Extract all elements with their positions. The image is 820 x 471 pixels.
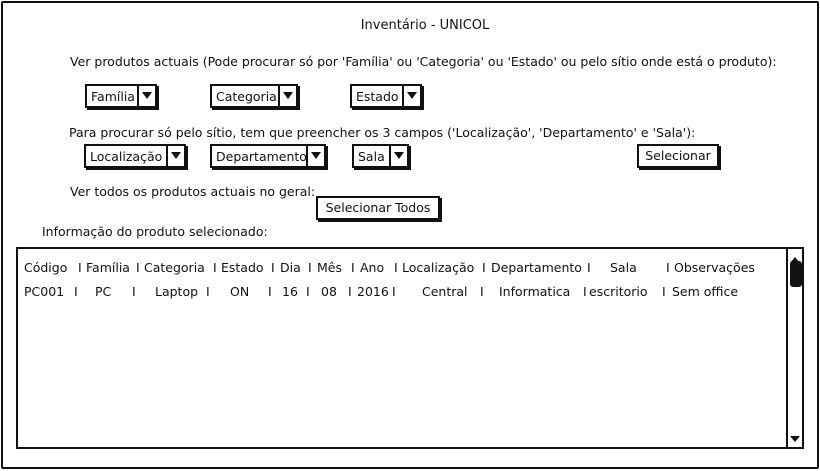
categoria-select-value: Categoria	[216, 89, 277, 104]
departamento-select-value: Departamento	[216, 149, 307, 164]
chevron-down-icon	[389, 146, 407, 166]
filter-instruction: Ver produtos actuais (Pode procurar só p…	[70, 54, 777, 69]
cell-categoria: Laptop	[155, 284, 199, 299]
chevron-down-icon	[166, 146, 184, 166]
separator: I	[132, 284, 136, 299]
chevron-down-icon	[306, 146, 324, 166]
header-localizacao: Localização	[402, 260, 475, 275]
separator: I	[348, 284, 352, 299]
header-ano: Ano	[360, 260, 385, 275]
cell-codigo: PC001	[24, 284, 65, 299]
vertical-scrollbar[interactable]	[786, 249, 802, 447]
product-info-panel[interactable]: Código I Família I Categoria I Estado I …	[16, 247, 804, 449]
location-instruction: Para procurar só pelo sítio, tem que pre…	[69, 125, 696, 140]
separator: I	[666, 260, 670, 275]
separator: I	[480, 284, 484, 299]
chevron-down-icon	[137, 86, 155, 106]
cell-localizacao: Central	[422, 284, 468, 299]
header-familia: Família	[86, 260, 130, 275]
separator: I	[662, 284, 666, 299]
cell-observacoes: Sem office	[672, 284, 739, 299]
separator: I	[268, 284, 272, 299]
cell-sala: escritorio	[589, 284, 648, 299]
separator: I	[583, 284, 587, 299]
separator: I	[213, 260, 217, 275]
separator: I	[74, 284, 78, 299]
selecionar-button[interactable]: Selecionar	[637, 144, 719, 168]
page-title: Inventário - UNICOL	[360, 18, 490, 33]
cell-mes: 08	[321, 284, 337, 299]
all-products-label: Ver todos os produtos actuais no geral:	[70, 184, 316, 199]
header-estado: Estado	[221, 260, 264, 275]
separator: I	[78, 260, 82, 275]
separator: I	[587, 260, 591, 275]
separator: I	[271, 260, 275, 275]
cell-departamento: Informatica	[499, 284, 571, 299]
familia-select[interactable]: Família	[85, 84, 157, 108]
header-sala: Sala	[610, 260, 637, 275]
separator: I	[136, 260, 140, 275]
selecionar-todos-button[interactable]: Selecionar Todos	[316, 196, 440, 220]
chevron-down-icon	[278, 86, 296, 106]
separator: I	[394, 260, 398, 275]
separator: I	[206, 284, 210, 299]
header-categoria: Categoria	[144, 260, 205, 275]
chevron-down-icon	[402, 86, 420, 106]
cell-estado: ON	[230, 284, 250, 299]
separator: I	[308, 260, 312, 275]
departamento-select[interactable]: Departamento	[210, 144, 326, 168]
header-dia: Dia	[280, 260, 301, 275]
estado-select[interactable]: Estado	[350, 84, 422, 108]
familia-select-value: Família	[91, 89, 135, 104]
cell-familia: PC	[95, 284, 112, 299]
scroll-down-icon[interactable]	[789, 428, 801, 447]
categoria-select[interactable]: Categoria	[210, 84, 298, 108]
sala-select-value: Sala	[358, 149, 385, 164]
separator: I	[482, 260, 486, 275]
cell-dia: 16	[282, 284, 298, 299]
separator: I	[351, 260, 355, 275]
estado-select-value: Estado	[356, 89, 399, 104]
header-observacoes: Observações	[674, 260, 755, 275]
header-departamento: Departamento	[491, 260, 582, 275]
header-codigo: Código	[24, 260, 68, 275]
separator: I	[306, 284, 310, 299]
scrollbar-thumb[interactable]	[790, 261, 802, 287]
cell-ano: 2016	[357, 284, 389, 299]
separator: I	[392, 284, 396, 299]
localizacao-select[interactable]: Localização	[84, 144, 186, 168]
sala-select[interactable]: Sala	[352, 144, 409, 168]
info-label: Informação do produto selecionado:	[42, 224, 268, 239]
localizacao-select-value: Localização	[90, 149, 163, 164]
header-mes: Mês	[317, 260, 342, 275]
